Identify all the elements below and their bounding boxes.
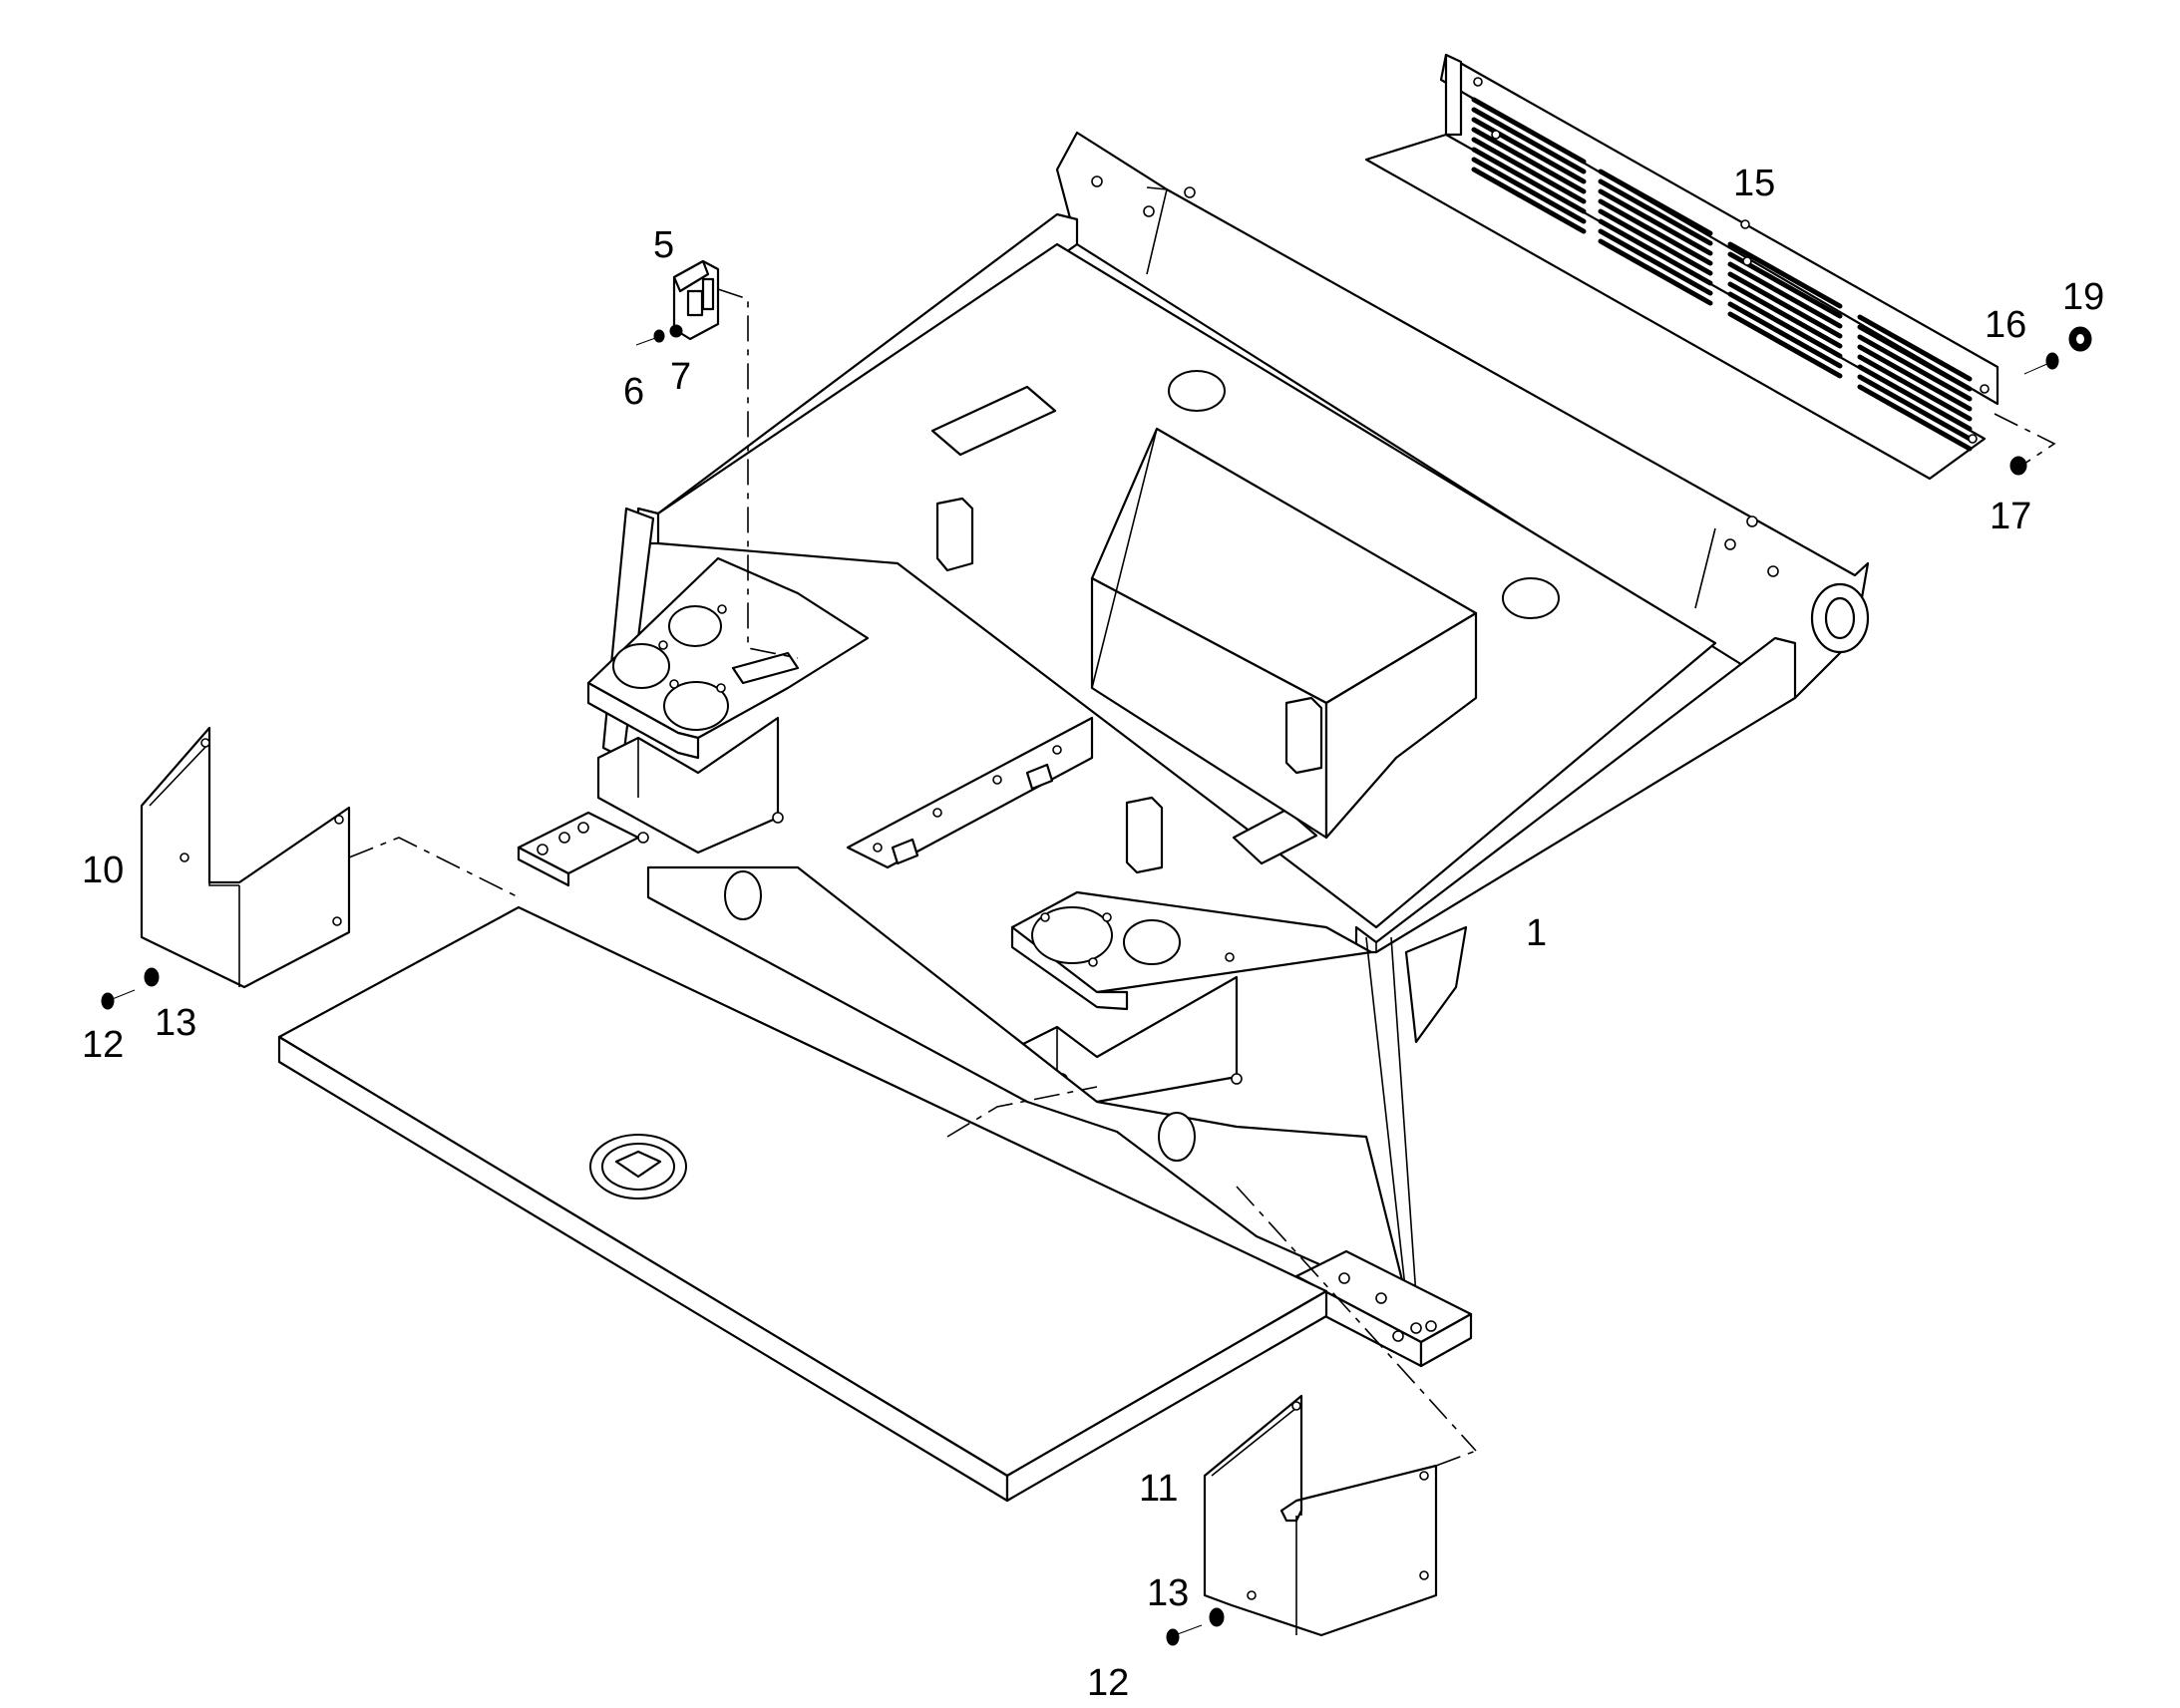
louver-slot [1598,238,1713,306]
louver-slot [1857,374,1973,442]
guard-part-11 [1203,1394,1438,1637]
callout-12-right: 12 [1087,1662,1129,1704]
louver-slot [1598,169,1713,236]
louver-slot [1857,344,1973,412]
louver-slot [1471,127,1587,194]
callout-1: 1 [1526,912,1547,954]
bracket-part-5 [672,259,720,341]
louver-slot [1857,364,1973,432]
callout-10: 10 [82,850,124,891]
callout-7: 7 [670,356,691,398]
louver-slot [1598,228,1713,296]
bolt-part-12-left [101,989,136,1010]
louver-slot [1857,334,1973,402]
nut-part-19 [2068,326,2092,352]
louver-slot [1857,384,1973,452]
callout-16: 16 [1985,304,2026,346]
louver-slot [1471,137,1587,204]
main-frame-part-1 [517,131,1870,1368]
bolt-part-12-right [1166,1624,1203,1646]
callout-11: 11 [1139,1468,1178,1510]
louver-slot [1471,97,1587,165]
louver-slot [1598,208,1713,276]
callout-6: 6 [623,371,644,413]
washer-part-7 [669,324,683,338]
louver-slot [1471,117,1587,184]
louver-slot [1727,311,1843,379]
callout-5: 5 [653,224,674,266]
floor-cover-plate [277,905,1328,1503]
washer-part-13-left [144,967,160,987]
louver-slot [1471,147,1587,214]
louvered-panel-part-15 [1364,53,1999,481]
louver-slot [1727,271,1843,339]
louver-slot [1598,218,1713,286]
louver-slot [1727,281,1843,349]
louver-slot [1598,188,1713,256]
louver-slot [1857,354,1973,422]
louver-slot [1598,198,1713,266]
callout-17: 17 [1990,496,2031,537]
louver-slot [1727,241,1843,309]
louver-slot [1727,301,1843,369]
louver-slot [1598,178,1713,246]
callout-13-right: 13 [1147,1572,1189,1614]
louver-slot [1471,167,1587,234]
louver-slot [1727,291,1843,359]
louver-slot [1857,324,1973,392]
louver-slot [1857,314,1973,382]
washer-part-13-right [1209,1607,1225,1627]
washer-part-17 [2009,456,2027,476]
callout-15: 15 [1733,163,1775,204]
louver-slot [1727,261,1843,329]
louver-slot [1471,107,1587,174]
screw-part-16 [2023,352,2059,375]
callout-12-left: 12 [82,1024,124,1066]
guard-part-10 [140,726,351,989]
louver-slots [1471,97,1973,452]
screw-part-6 [635,329,665,346]
callout-19: 19 [2062,276,2104,318]
louver-slot [1471,157,1587,224]
callout-13-left: 13 [155,1002,196,1044]
